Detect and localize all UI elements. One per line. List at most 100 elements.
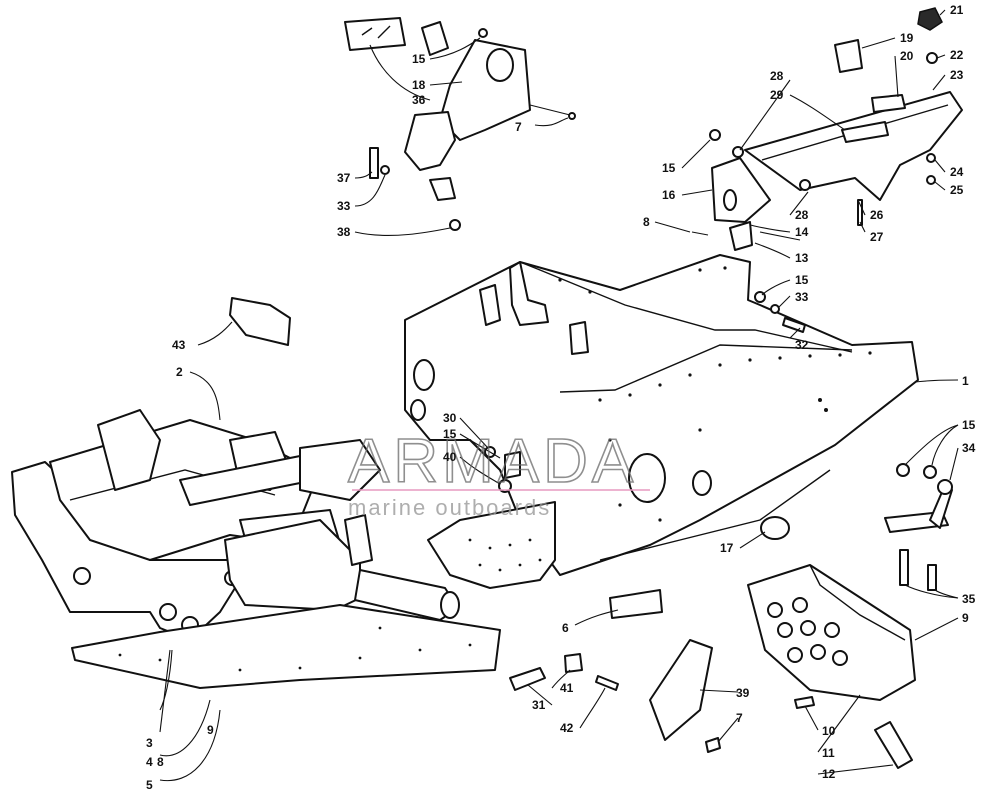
callout-38: 38: [337, 225, 351, 239]
callout-34: 34: [962, 441, 976, 455]
bolt-7-top: [529, 104, 571, 116]
callout-7-bottom: 7: [736, 711, 743, 725]
tie-rod-assembly: [884, 463, 953, 591]
belly-pan-plate: [71, 604, 501, 689]
rod-end-34: [937, 479, 953, 495]
callout-9-right: 9: [962, 611, 969, 625]
callout-29: 29: [770, 88, 784, 102]
knob-21: [917, 7, 943, 31]
callout-31: 31: [532, 698, 546, 712]
steering-arm: [404, 111, 456, 171]
callout-1: 1: [962, 374, 969, 388]
frame-side-hole-2: [410, 399, 426, 421]
bracket-18-hole: [486, 48, 514, 82]
callout-3: 3: [146, 736, 153, 750]
callout-18: 18: [412, 78, 426, 92]
callout-26: 26: [870, 208, 884, 222]
frame-side-edge: [559, 344, 853, 393]
callout-4: 4: [146, 755, 153, 769]
leader-lines: [159, 9, 959, 782]
callout-14: 14: [795, 225, 809, 239]
callout-20: 20: [900, 49, 914, 63]
steering-shaft-40: [504, 451, 521, 479]
strap-12: [874, 721, 913, 769]
mount-6: [609, 589, 663, 619]
callout-36: 36: [412, 93, 426, 107]
clip-36: [421, 21, 449, 56]
callout-24: 24: [950, 165, 964, 179]
frame-port-hole-small: [692, 470, 712, 496]
bracket-16-hole: [723, 189, 737, 211]
washer-24: [926, 153, 936, 163]
center-channel: [299, 439, 556, 589]
callout-43: 43: [172, 338, 186, 352]
nut-28-lower: [799, 179, 811, 191]
front-shock-mount: [344, 514, 373, 566]
callout-15-top: 15: [412, 52, 426, 66]
callout-23: 23: [950, 68, 964, 82]
callout-40: 40: [443, 450, 457, 464]
callout-30: 30: [443, 411, 457, 425]
console-panel: [744, 91, 963, 201]
callout-32: 32: [795, 338, 809, 352]
rod-end-40: [498, 479, 512, 493]
callout-21: 21: [950, 3, 964, 17]
callout-39: 39: [736, 686, 750, 700]
bolt-8-console: [691, 231, 709, 236]
nut-15-top: [478, 28, 488, 38]
callout-6: 6: [562, 621, 569, 635]
frame-top-bracket-3: [569, 321, 589, 355]
skid-plate-holes: [767, 597, 848, 666]
plug-17: [760, 516, 790, 540]
callout-5: 5: [146, 778, 153, 792]
console-label-29: [841, 121, 889, 143]
callout-35: 35: [962, 592, 976, 606]
front-tube-end: [440, 591, 460, 619]
callout-25: 25: [950, 183, 964, 197]
callout-11: 11: [822, 746, 835, 760]
callout-10: 10: [822, 724, 836, 738]
bolt-14: [759, 231, 801, 241]
decal-36: [344, 17, 406, 51]
frame-lower-rail: [599, 469, 831, 561]
bolt-35-a: [899, 549, 909, 586]
callout-33-mid: 33: [795, 290, 809, 304]
callout-28-top: 28: [770, 69, 784, 83]
center-channel-panel: [427, 501, 556, 589]
front-plate-hole-2: [159, 603, 177, 621]
clip-19: [834, 39, 863, 73]
washer-33-mid: [770, 304, 780, 314]
center-channel-rivets: [468, 538, 542, 572]
callout-9-front: 9: [207, 723, 214, 737]
frame-top-bracket: [509, 261, 549, 326]
washer-25: [926, 175, 936, 185]
washer-33-left: [380, 165, 390, 175]
bolt-7-top-end: [568, 112, 576, 120]
frame-rivets: [558, 266, 872, 522]
belly-pan: [71, 604, 501, 689]
callout-2: 2: [176, 365, 183, 379]
frame-top-bracket-2: [479, 284, 501, 326]
callout-42: 42: [560, 721, 574, 735]
fastener-41: [564, 653, 583, 673]
callout-15-tie: 15: [962, 418, 976, 432]
part-43-bracket: [229, 297, 291, 346]
spacer-left: [429, 177, 456, 201]
callout-labels: 1 2 3 4 5 6 7 7 8 8 9 9 10 11 12 13 14 1…: [146, 3, 976, 792]
callout-15-steering: 15: [443, 427, 457, 441]
frame-tunnel-body: [404, 254, 919, 576]
steering-post-housing: [299, 439, 381, 501]
plate-13: [729, 221, 753, 251]
bolt-7-lower: [705, 737, 721, 753]
belly-pan-rivets: [118, 626, 472, 672]
rear-skid-plate: [747, 564, 916, 709]
watermark-title: ARMADA: [348, 427, 637, 496]
skid-bolt-10: [794, 696, 815, 709]
callout-33-left: 33: [337, 199, 351, 213]
front-right-plate: [224, 519, 361, 611]
clip-31: [509, 667, 546, 691]
callout-27: 27: [870, 230, 884, 244]
decal-36-mark: [361, 25, 391, 39]
steering-column-parts: [484, 446, 521, 493]
